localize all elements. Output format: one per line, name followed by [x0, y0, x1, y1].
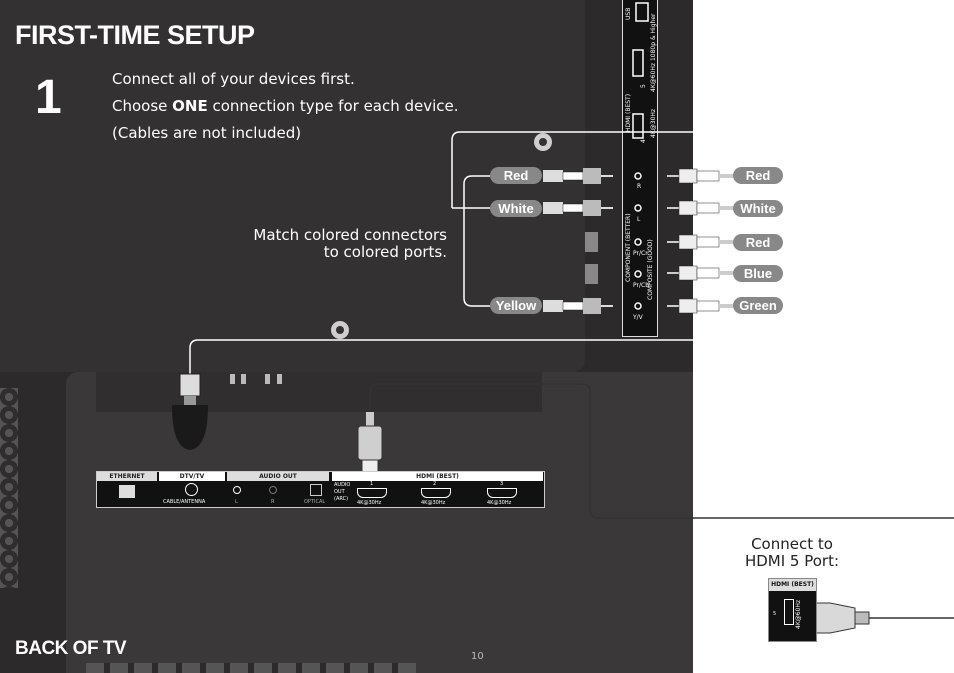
cable-label-right-red: Red — [733, 167, 783, 184]
match-note-line-2: to colored ports. — [323, 243, 447, 261]
io-band — [96, 372, 542, 412]
tv-back-panel — [0, 0, 693, 673]
connect-to-line-1: Connect to — [751, 535, 833, 553]
optical-label: OPTICAL — [304, 499, 326, 505]
hdmi-port-icon — [421, 488, 451, 498]
hdmi2-res: 4K@30Hz — [421, 500, 446, 506]
rca-port-icons — [634, 172, 642, 310]
audio-out-arc-label: AUDIO OUT (ARC) — [334, 482, 351, 502]
instruction-line-3: (Cables are not included) — [112, 124, 302, 142]
hdmi5-port-box: HDMI (BEST) 5 4K@60Hz — [768, 578, 817, 642]
hdmi-port-icon — [487, 488, 517, 498]
page-title: FIRST-TIME SETUP — [15, 20, 255, 50]
connect-to-line-2: HDMI 5 Port: — [744, 552, 840, 570]
hdmi-plug-icon — [811, 602, 954, 634]
page-number: 10 — [471, 651, 484, 662]
screw-icon — [331, 321, 349, 339]
cable-label-right-green: Green — [733, 297, 783, 314]
cable-label-left-red: Red — [490, 167, 542, 184]
side-connector-panel: USB HDMI (BEST) 4K@60Hz 1080p & Higher 5… — [622, 0, 658, 337]
cable-label-right-blue: Blue — [733, 265, 783, 282]
port-pr-label: Pr/Cr — [633, 250, 648, 257]
instruction-line-2: Choose ONE connection type for each devi… — [112, 97, 459, 115]
ethernet-label: ETHERNET — [97, 472, 157, 481]
screw-icon — [534, 133, 552, 151]
upper-plate — [0, 0, 585, 372]
audio-l-port-icon — [233, 486, 241, 494]
cable-antenna-label: CABLE/ANTENNA — [163, 499, 206, 505]
hdmi-plug-icon — [357, 412, 383, 475]
rca-jack-column — [585, 232, 598, 284]
lower-plate — [66, 372, 693, 673]
rca-plug-icon — [543, 168, 613, 314]
port-y-label: Y/V — [633, 314, 643, 321]
match-note: Match colored connectors to colored port… — [200, 227, 447, 261]
match-note-line-1: Match colored connectors — [253, 226, 447, 244]
port-l-label: L — [637, 216, 641, 223]
cable-label-left-white: White — [490, 200, 542, 217]
cable-label-right-white: White — [733, 200, 783, 217]
optical-port-icon — [310, 484, 322, 496]
hdmi5-box-label: HDMI (BEST) — [769, 579, 816, 591]
hdmi-port-icon — [357, 488, 387, 498]
hdmi5-box-res: 4K@60Hz — [795, 599, 802, 629]
back-of-tv-label: BACK OF TV — [15, 638, 127, 659]
hdmi1-res: 4K@30Hz — [357, 500, 382, 506]
audio-out-label: AUDIO OUT — [227, 472, 329, 481]
dtv-label: DTV/TV — [159, 472, 225, 481]
usb-port-icon — [635, 2, 649, 22]
io-tabs — [230, 374, 282, 384]
hdmi-guide-line — [369, 383, 954, 519]
hdmi5-box-num: 5 — [773, 611, 777, 617]
bottom-io-panel: ETHERNET DTV/TV AUDIO OUT HDMI (BEST) CA… — [96, 471, 545, 508]
hdmi3-res: 4K@30Hz — [487, 500, 512, 506]
hdmi3-num: 3 — [500, 481, 504, 487]
port-pb-label: Pr/Cb — [633, 282, 649, 289]
coax-plug-icon — [172, 373, 208, 450]
rca-plug-icon — [667, 168, 733, 314]
ethernet-port-icon — [119, 485, 135, 498]
instruction-line-1: Connect all of your devices first. — [112, 70, 355, 88]
guide-lines — [189, 131, 954, 400]
cable-label-left-yellow: Yellow — [490, 297, 542, 314]
cable-label-right-red-2: Red — [733, 234, 783, 251]
hdmi-best-label: HDMI (BEST) — [332, 472, 543, 481]
speaker-grille-bottom — [86, 663, 416, 673]
connect-to-note: Connect to HDMI 5 Port: — [724, 536, 860, 570]
port-r-label: R — [637, 183, 642, 190]
audio-l-label: L — [235, 499, 238, 505]
speaker-grille-left — [0, 388, 18, 588]
hdmi1-num: 1 — [370, 481, 374, 487]
coax-port-icon — [185, 483, 198, 496]
hdmi-port-icon — [632, 113, 644, 139]
audio-r-label: R — [271, 499, 275, 505]
audio-r-port-icon — [269, 486, 277, 494]
hdmi2-num: 2 — [433, 481, 437, 487]
hdmi-port-icon — [632, 49, 644, 77]
step-number: 1 — [35, 71, 62, 124]
hdmi-port-icon — [784, 599, 794, 625]
